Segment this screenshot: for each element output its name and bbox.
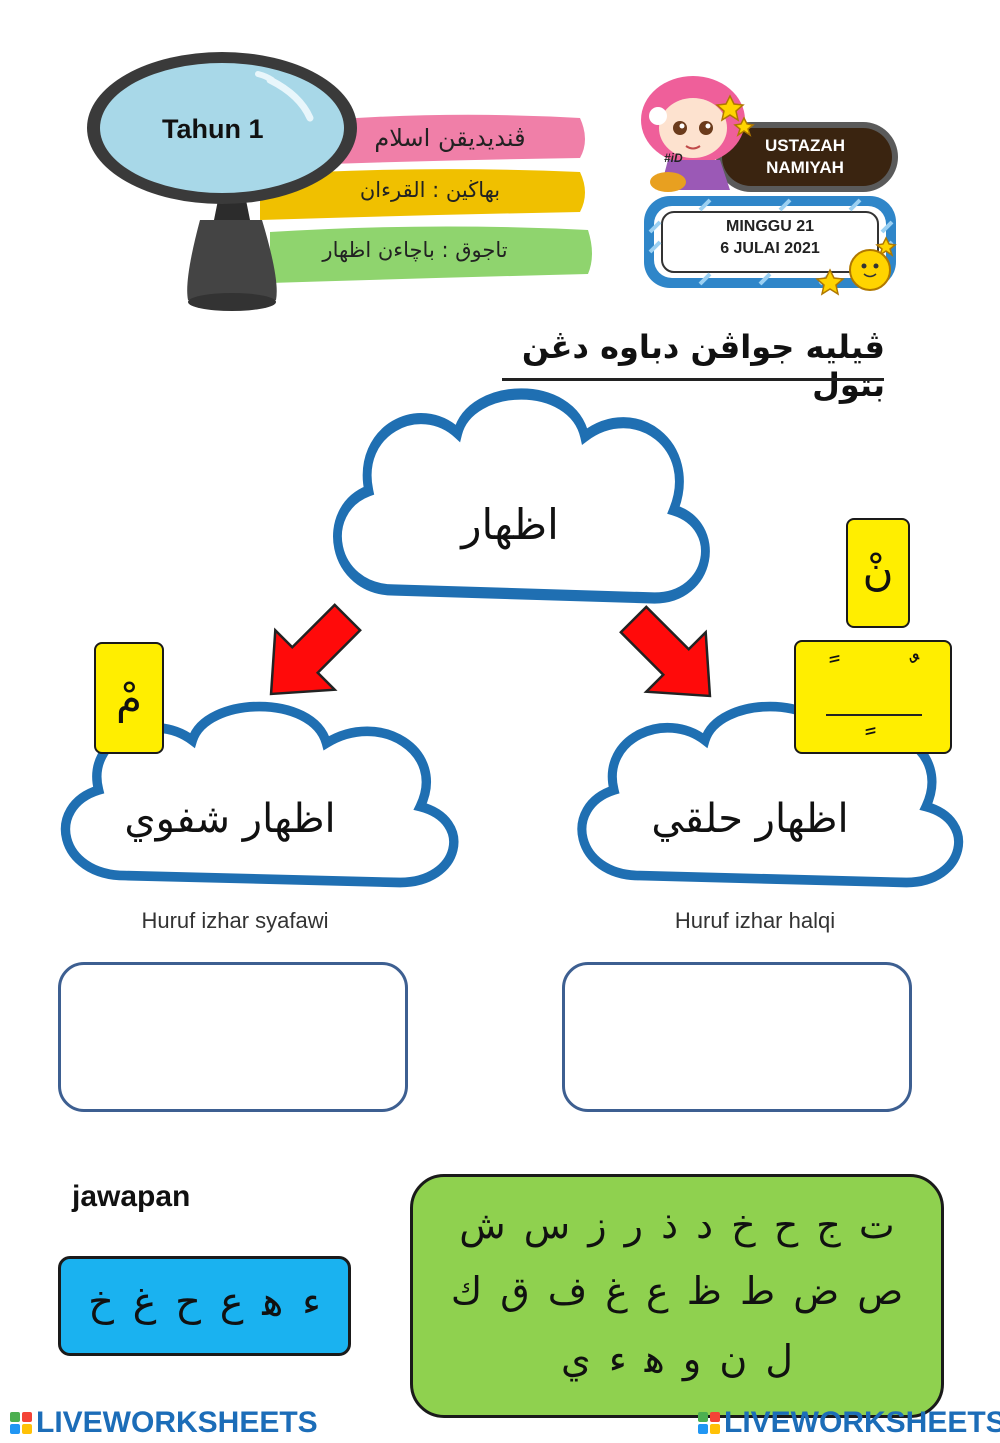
root-label: اظهار [461,500,559,549]
syafawi-letter-tile[interactable]: ء ﻫ ع ح غ خ [58,1256,351,1356]
week-label: MINGGU 21 [725,218,814,235]
halqi-letter-tile[interactable]: ت ج ح خ د ذ ر ز س ش ص ض ط ظ ع غ ف ق ك ل … [410,1174,944,1418]
root-cloud [333,388,710,604]
left-cloud [60,701,459,888]
magnifier-label: Tahun 1 [162,114,264,144]
teacher-badge-graphic [641,76,898,296]
teacher-name-line2: NAMIYAH [766,158,844,177]
liveworksheets-logo-icon-right [698,1412,720,1434]
right-arrow-icon [619,605,712,698]
footer-brand-left[interactable]: LIVEWORKSHEETS [36,1406,318,1439]
left-caption: Huruf izhar syafawi [141,908,329,933]
topic-banner: تاجوق : باچاءن اظهار [322,238,508,262]
left-arrow-icon [269,603,362,696]
nun-sukun-badge: نْ [846,518,910,628]
answer-bank-heading: jawapan [72,1180,191,1213]
tanwin-badge: ً ٌ ٍ [794,640,952,754]
instruction-underline [502,378,884,381]
left-cloud-label: اظهار شفوي [124,796,336,842]
tanwin-line [826,714,922,716]
date-label: 6 JULAI 2021 [720,240,820,257]
mim-sukun-badge: مْ [94,642,164,754]
subject-banner: ڤنديديقن اسلام [374,124,526,152]
avatar-tag: #iD [664,151,683,165]
letters-row-3: ل ن و ﻫ ء ي [561,1337,793,1381]
izhar-halqi-answer-box[interactable] [562,962,912,1112]
syafawi-letters: ء ﻫ ع ح غ خ [88,1279,321,1325]
teacher-name-line1: USTAZAH [765,136,845,155]
letters-row-1: ت ج ح خ د ذ ر ز س ش [459,1203,895,1247]
right-caption: Huruf izhar halqi [674,908,836,933]
izhar-syafawi-answer-box[interactable] [58,962,408,1112]
instruction-heading: ڤيليه جواڤن دباوه دڠن بتول [521,328,885,404]
liveworksheets-logo-icon [10,1412,32,1434]
letters-row-2: ص ض ط ظ ع غ ف ق ك [450,1269,904,1313]
right-cloud-label: اظهار حلقي [651,796,849,842]
magnifier-icon [87,52,592,311]
section-banner: بهاڬين : القرءان [359,178,501,202]
footer-brand-right[interactable]: LIVEWORKSHEETS [724,1406,1000,1439]
